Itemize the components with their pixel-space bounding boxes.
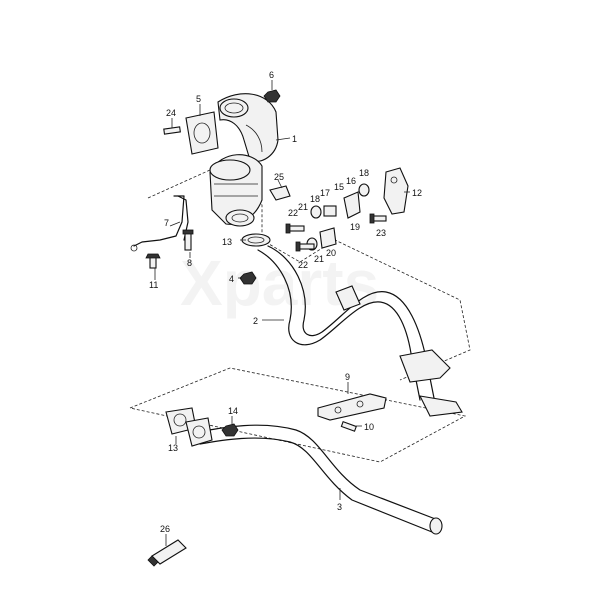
leader-lines xyxy=(154,80,410,546)
callout-23: 23 xyxy=(376,228,386,238)
callout-12: 12 xyxy=(412,188,422,198)
callout-1: 1 xyxy=(292,134,297,144)
front-pipe-assembly-outline xyxy=(128,367,467,463)
callout-21a: 21 xyxy=(298,202,308,212)
callout-9: 9 xyxy=(345,372,350,382)
callout-2: 2 xyxy=(253,316,258,326)
nut-14[interactable] xyxy=(221,423,239,437)
callout-4: 4 xyxy=(229,274,234,284)
exhaust-manifold[interactable] xyxy=(217,93,279,162)
manifold-gasket[interactable] xyxy=(185,111,219,155)
bolt-11[interactable] xyxy=(145,253,161,269)
callout-10: 10 xyxy=(364,422,374,432)
callout-18a: 18 xyxy=(359,168,369,178)
bolt-10[interactable] xyxy=(340,421,357,432)
stud-bolt[interactable] xyxy=(163,126,181,135)
callout-21b: 21 xyxy=(314,254,324,264)
front-exhaust-pipe[interactable] xyxy=(257,245,463,417)
small-bracket[interactable] xyxy=(269,185,291,201)
callout-11: 11 xyxy=(149,280,158,290)
callout-17: 17 xyxy=(320,188,330,198)
callout-22a: 22 xyxy=(288,208,298,218)
callout-8: 8 xyxy=(187,258,192,268)
spring-16[interactable] xyxy=(343,191,361,219)
bolt-22a[interactable] xyxy=(285,223,305,234)
nut[interactable] xyxy=(263,89,281,103)
callout-14: 14 xyxy=(228,406,238,416)
callout-26: 26 xyxy=(160,524,170,534)
callout-25: 25 xyxy=(274,172,284,182)
callout-labels: 1 2 3 4 5 6 7 8 9 10 11 12 13 13 14 15 1… xyxy=(149,70,422,534)
bolt-8[interactable] xyxy=(182,229,194,251)
spring-20[interactable] xyxy=(319,227,337,249)
bolt-22b[interactable] xyxy=(295,241,315,252)
hanger-bracket-12[interactable] xyxy=(383,167,409,215)
callout-20: 20 xyxy=(326,248,336,258)
callout-22b: 22 xyxy=(298,260,308,270)
callout-24: 24 xyxy=(166,108,176,118)
callout-19: 19 xyxy=(350,222,360,232)
intermediate-pipe[interactable] xyxy=(165,407,443,535)
callout-16: 16 xyxy=(346,176,356,186)
washer-18[interactable] xyxy=(358,183,370,197)
washer-21a[interactable] xyxy=(310,205,322,219)
callout-15: 15 xyxy=(334,182,344,192)
callout-6: 6 xyxy=(269,70,274,80)
pipe-bracket[interactable] xyxy=(130,195,189,252)
flange-gasket-upper[interactable] xyxy=(241,233,271,247)
callout-18b: 18 xyxy=(310,194,320,204)
callout-5: 5 xyxy=(196,94,201,104)
heat-shield[interactable] xyxy=(317,393,387,421)
callout-13a: 13 xyxy=(222,237,232,247)
bolt-23[interactable] xyxy=(369,213,387,224)
sealant-tube[interactable] xyxy=(147,539,187,567)
callout-7: 7 xyxy=(164,218,169,228)
spring-17[interactable] xyxy=(323,205,337,217)
callout-3: 3 xyxy=(337,502,342,512)
callout-13b: 13 xyxy=(168,443,178,453)
catalytic-converter[interactable] xyxy=(209,154,263,227)
